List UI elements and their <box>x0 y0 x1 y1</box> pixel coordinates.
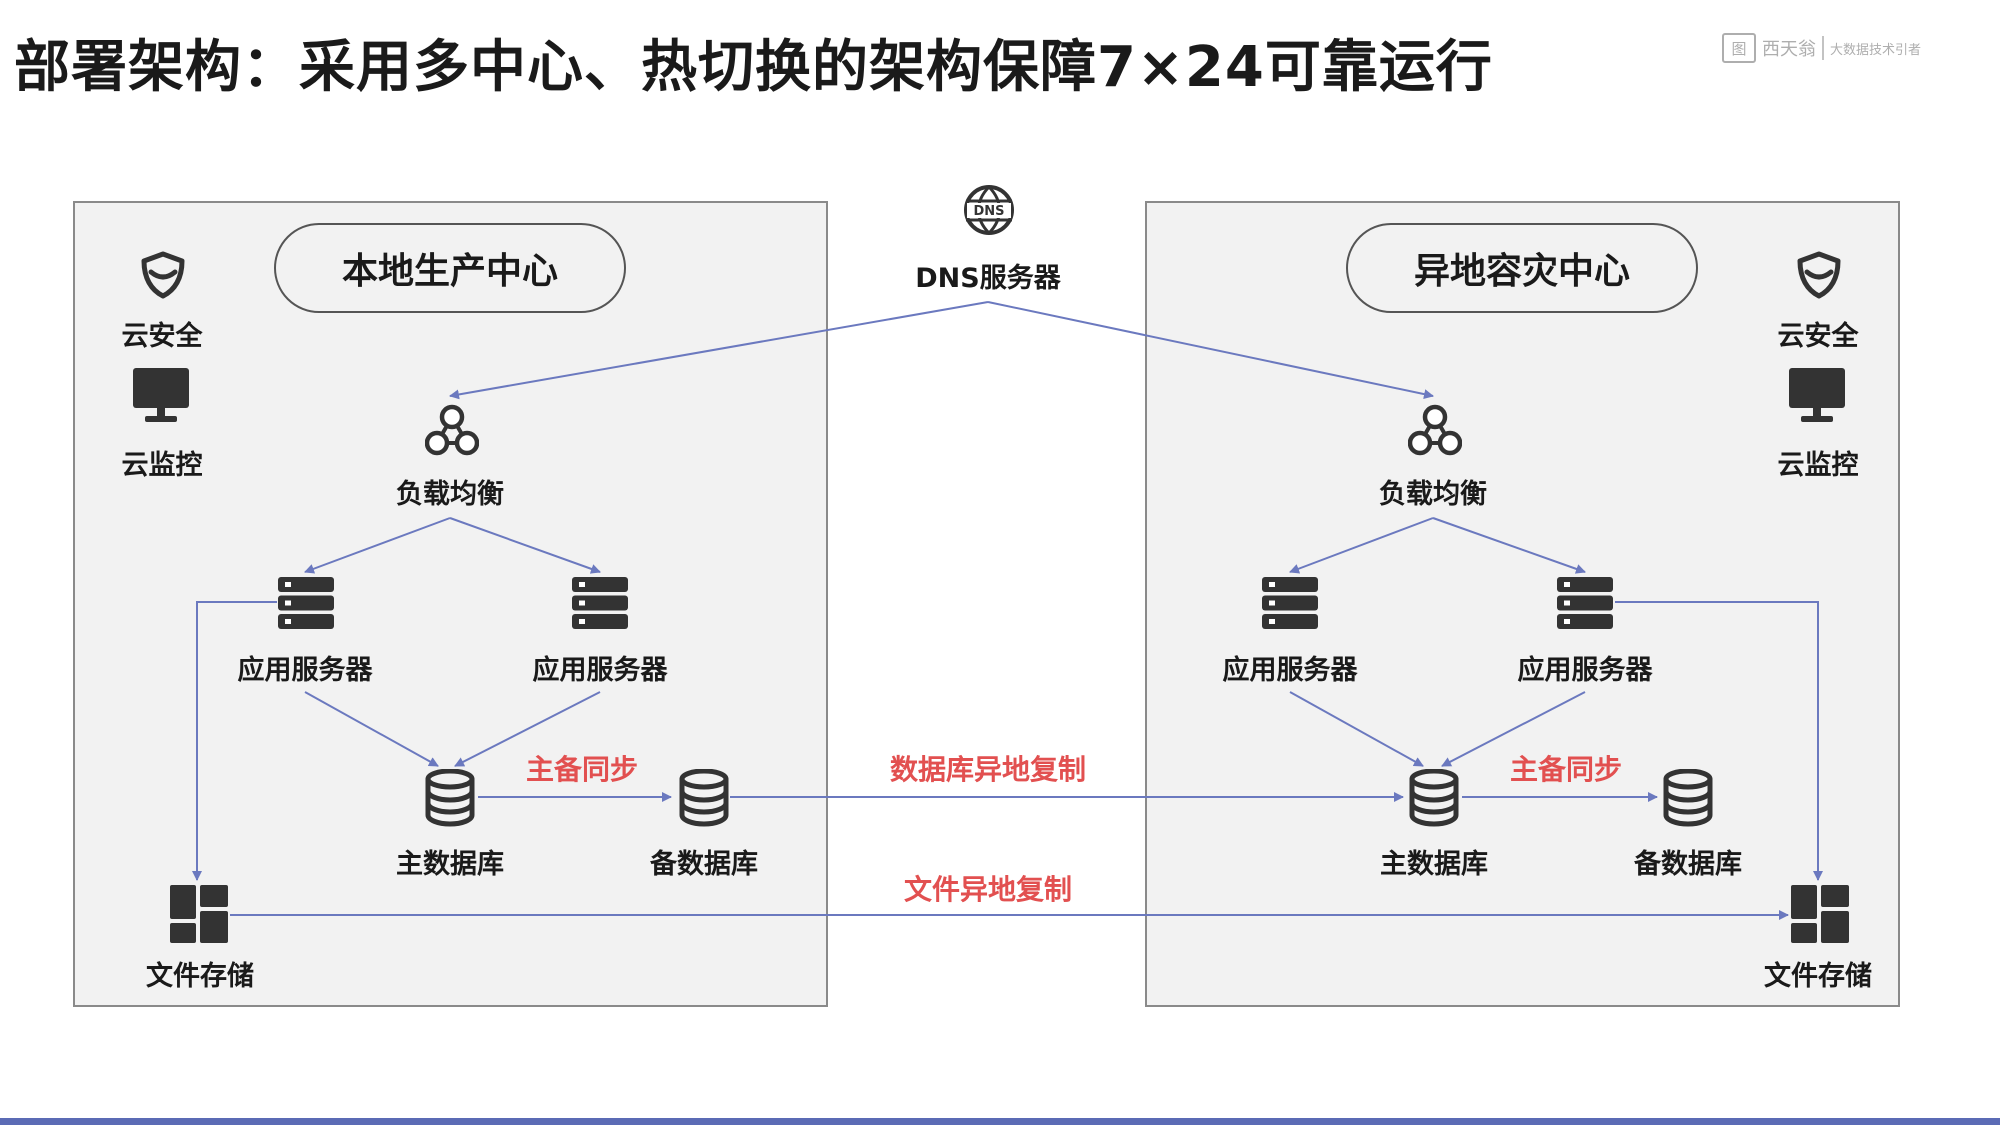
logo-tagline: 大数据技术引者 <box>1830 42 1922 58</box>
file-replication-label: 文件异地复制 <box>903 873 1073 906</box>
remote-app-server-1-icon <box>1261 576 1319 630</box>
logo-divider <box>1822 36 1824 60</box>
local-standby-db-label: 备数据库 <box>650 849 758 880</box>
local-center-title: 本地生产中心 <box>274 223 626 313</box>
remote-primary-db-label: 主数据库 <box>1380 849 1488 880</box>
arrow-local-app2-to-db <box>454 691 601 767</box>
arrow-remote-app2-to-storage <box>1615 601 1823 881</box>
remote-app-server-1-label: 应用服务器 <box>1222 655 1358 686</box>
logo-mark: 图 <box>1722 33 1756 63</box>
dns-globe-icon: DNS <box>962 183 1016 237</box>
arrow-remote-lb-to-app1 <box>1289 517 1434 574</box>
arrow-local-app1-to-db <box>304 691 439 767</box>
remote-file-storage-icon <box>1791 885 1849 943</box>
local-load-balancer-icon <box>425 403 479 457</box>
arrow-remote-lb-to-app2 <box>1432 517 1586 574</box>
remote-standby-db-icon <box>1662 769 1714 827</box>
remote-primary-db-icon <box>1408 769 1460 827</box>
arrow-local-app1-to-storage <box>192 601 277 881</box>
bottom-accent-bar <box>0 1118 2000 1125</box>
remote-center-title: 异地容灾中心 <box>1346 223 1698 313</box>
local-center-panel <box>73 201 828 1007</box>
local-file-storage-icon <box>170 885 228 943</box>
remote-sync-label: 主备同步 <box>1509 753 1623 786</box>
local-app-server-1-label: 应用服务器 <box>237 655 373 686</box>
page-title: 部署架构：采用多中心、热切换的架构保障7×24可靠运行 <box>14 35 1493 100</box>
local-sync-label: 主备同步 <box>525 753 639 786</box>
remote-security-label: 云安全 <box>1777 321 1859 352</box>
arrow-remote-app2-to-db <box>1441 691 1586 767</box>
local-security-label: 云安全 <box>121 321 203 352</box>
local-app-server-1-icon <box>277 576 335 630</box>
dns-icon-text: DNS <box>973 204 1004 219</box>
remote-app-server-2-icon <box>1556 576 1614 630</box>
arrow-local-lb-to-app1 <box>304 517 451 574</box>
local-load-balancer-label: 负载均衡 <box>396 479 504 510</box>
local-app-server-2-icon <box>571 576 629 630</box>
arrow-local-lb-to-app2 <box>449 517 601 574</box>
brand-logo: 图 西天翁 大数据技术引者 <box>1722 30 1922 66</box>
arrow-dns-to-remote-lb <box>987 301 1434 400</box>
local-standby-db-icon <box>678 769 730 827</box>
local-primary-db-label: 主数据库 <box>396 849 504 880</box>
remote-security-shield-icon <box>1794 250 1844 300</box>
remote-monitor-icon <box>1787 366 1847 424</box>
arrow-dns-to-local-lb <box>449 301 989 400</box>
remote-file-storage-label: 文件存储 <box>1764 961 1872 992</box>
local-security-shield-icon <box>138 250 188 300</box>
remote-monitor-label: 云监控 <box>1777 450 1859 481</box>
local-monitor-icon <box>131 366 191 424</box>
local-file-storage-label: 文件存储 <box>146 961 254 992</box>
logo-name: 西天翁 <box>1762 39 1816 60</box>
local-monitor-label: 云监控 <box>121 450 203 481</box>
db-replication-label: 数据库异地复制 <box>889 753 1087 786</box>
remote-load-balancer-label: 负载均衡 <box>1379 479 1487 510</box>
local-primary-db-icon <box>424 769 476 827</box>
remote-standby-db-label: 备数据库 <box>1634 849 1742 880</box>
arrow-remote-app1-to-db <box>1289 691 1424 767</box>
remote-load-balancer-icon <box>1408 403 1462 457</box>
dns-server-label: DNS服务器 <box>915 263 1061 294</box>
local-app-server-2-label: 应用服务器 <box>532 655 668 686</box>
remote-app-server-2-label: 应用服务器 <box>1517 655 1653 686</box>
